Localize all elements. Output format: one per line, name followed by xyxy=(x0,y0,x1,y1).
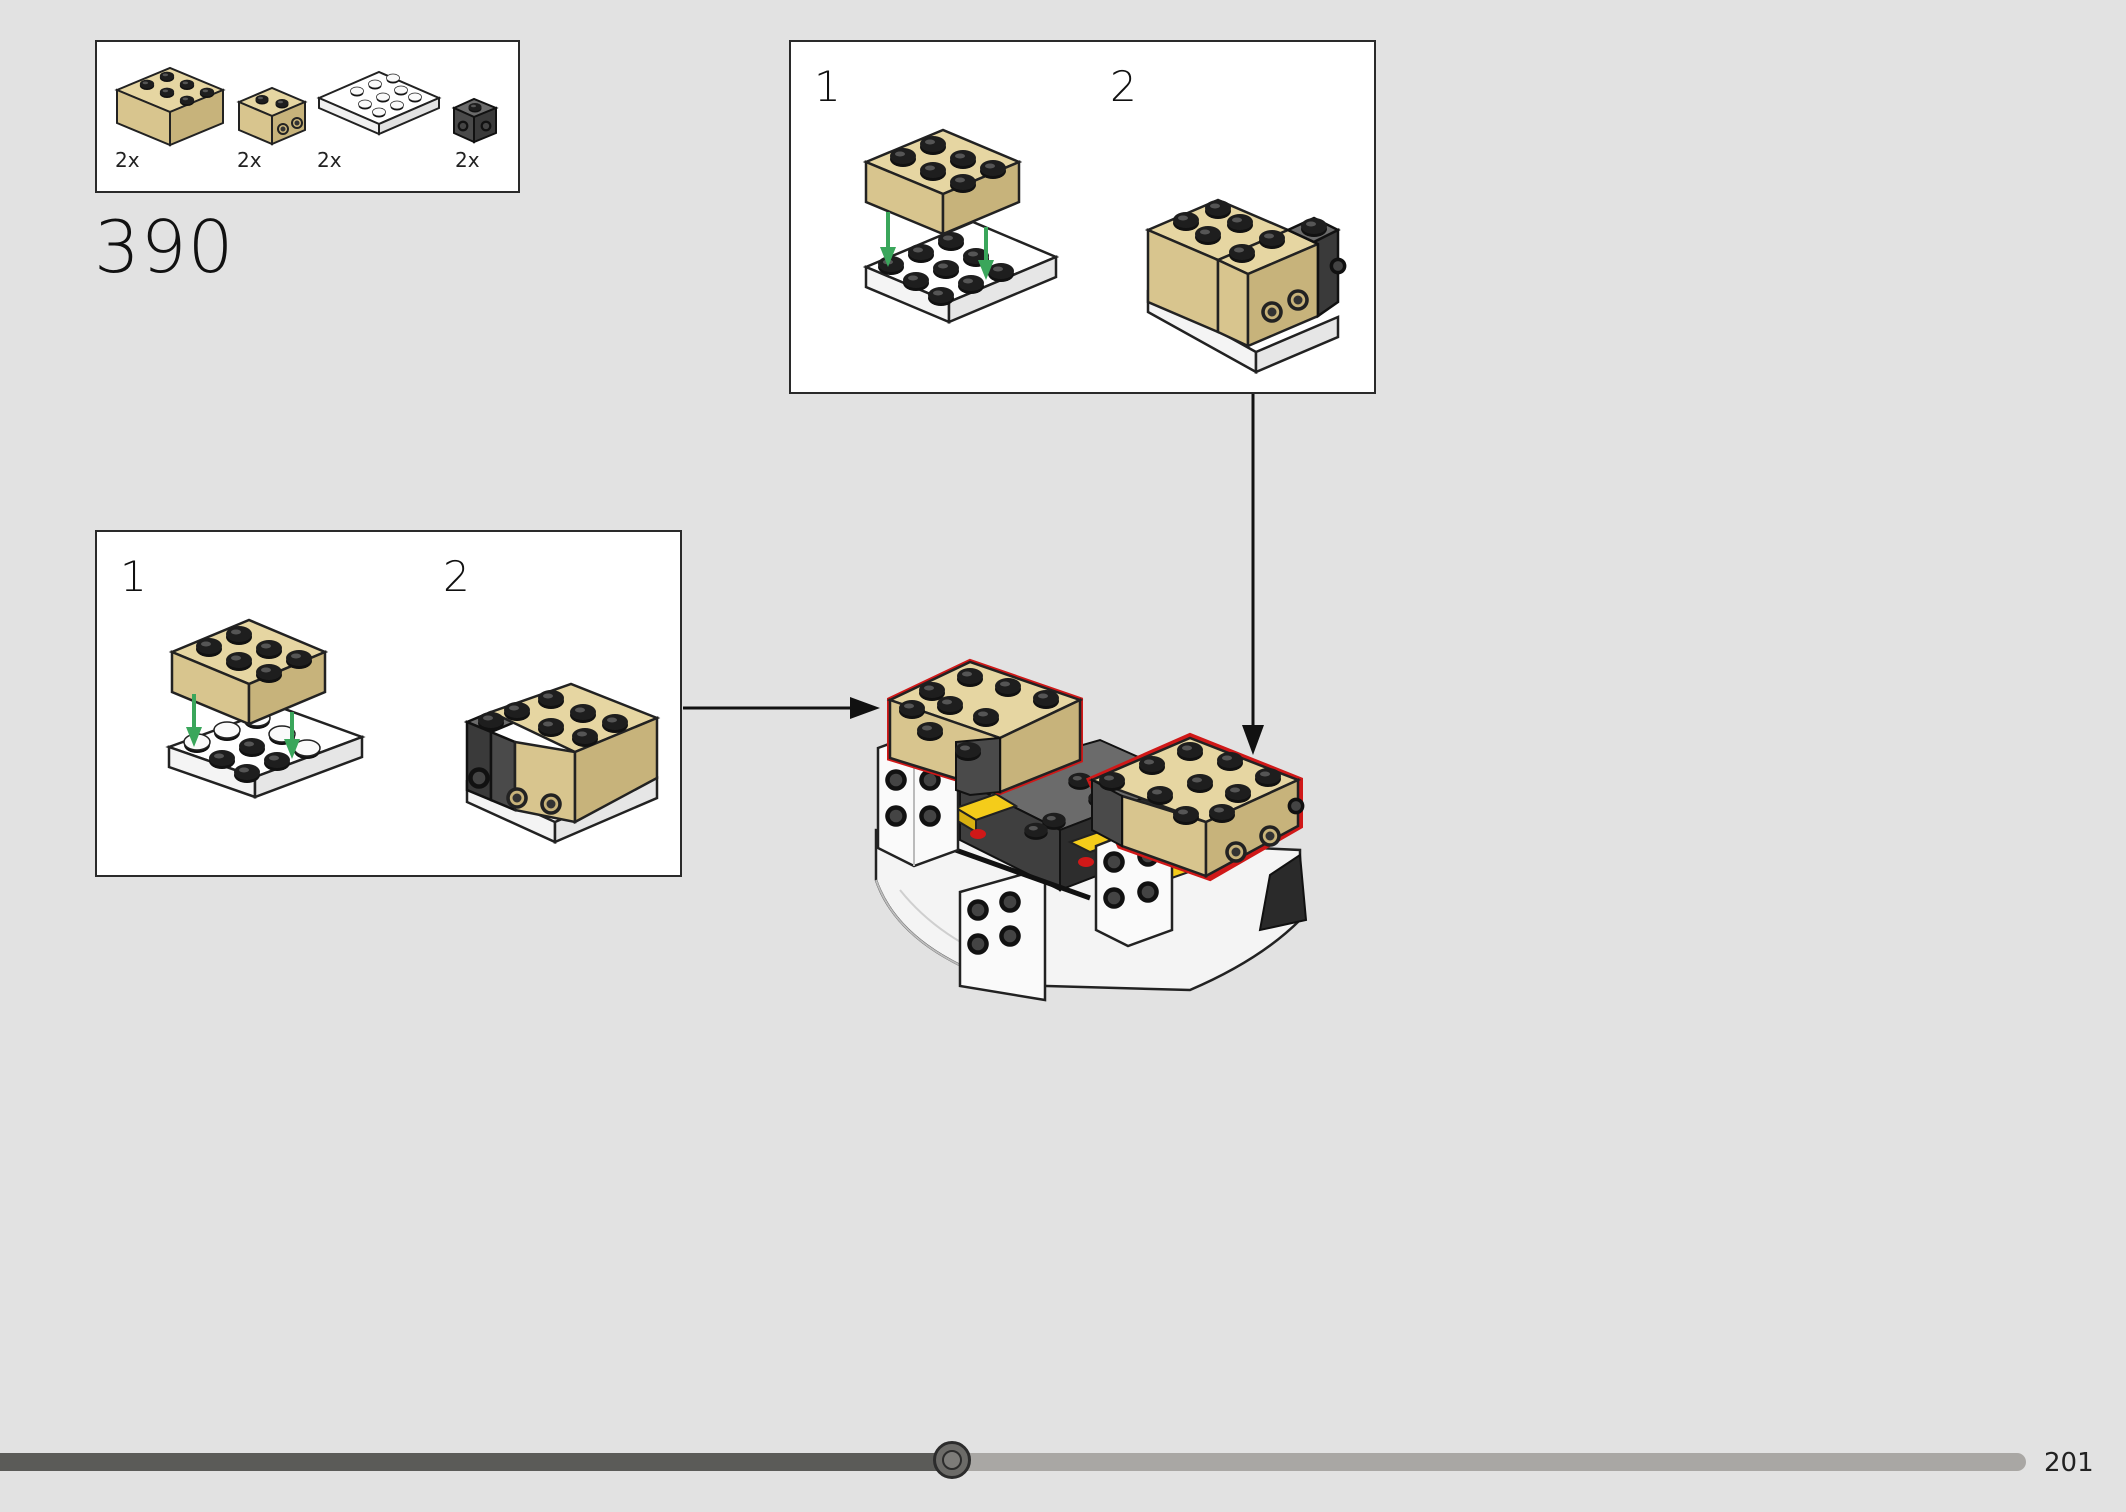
tan-brick-icon xyxy=(862,128,1023,236)
highlighted-subassembly-left-icon xyxy=(886,658,1084,797)
substep-2-illustration xyxy=(463,682,661,844)
page-number: 201 xyxy=(2044,1448,2094,1478)
substep-number: 2 xyxy=(443,552,470,601)
parts-list-box: 2x 2x 2x 2x xyxy=(95,40,520,193)
assembled-subassembly-icon xyxy=(1144,198,1347,375)
substep-number: 1 xyxy=(814,62,841,111)
tan-brick-icon xyxy=(168,618,329,726)
part-quantity: 2x xyxy=(455,148,480,172)
substep-1-illustration xyxy=(165,618,366,799)
part-quantity: 2x xyxy=(115,148,140,172)
green-arrow-icon xyxy=(186,694,300,759)
substep-number: 1 xyxy=(120,552,147,601)
substep-2-illustration xyxy=(1144,198,1347,375)
main-model-illustration xyxy=(874,658,1308,1002)
highlighted-subassembly-right-icon xyxy=(1086,732,1305,882)
substep-number: 2 xyxy=(1110,62,1137,111)
subassembly-top-box: 1 2 xyxy=(789,40,1376,394)
substep-1-illustration xyxy=(862,128,1060,324)
part-quantity: 2x xyxy=(237,148,262,172)
green-arrow-icon xyxy=(880,212,994,280)
part-quantity: 2x xyxy=(317,148,342,172)
progress-handle[interactable] xyxy=(933,1441,971,1479)
white-plate-icon xyxy=(165,705,366,799)
white-plate-icon xyxy=(862,220,1060,324)
tan-brick-side-studs-icon xyxy=(236,86,308,146)
white-plate-2x3-icon xyxy=(316,70,442,136)
progress-bar-fill xyxy=(0,1453,952,1471)
tan-brick-2x3-icon xyxy=(114,66,226,147)
step-number: 390 xyxy=(94,205,235,289)
progress-bar[interactable] xyxy=(0,1453,2026,1471)
subassembly-left-box: 1 2 xyxy=(95,530,682,877)
dark-gray-brick-1x1-icon xyxy=(451,97,499,144)
assembled-subassembly-icon xyxy=(463,682,661,844)
